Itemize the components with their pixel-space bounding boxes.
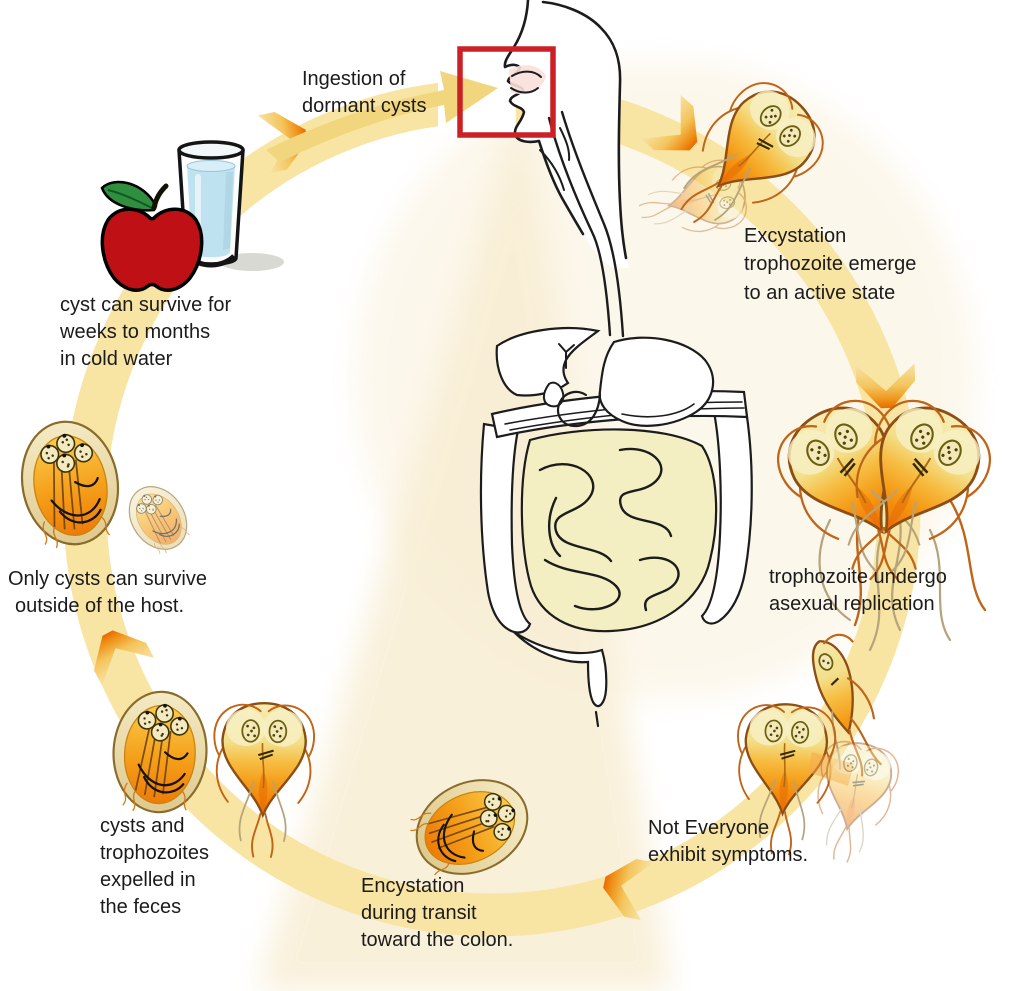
label-line: exhibit symptoms. [648,844,809,866]
stage-label-ingestion: Ingestion of dormant cysts [302,66,426,120]
label-line: toward the colon. [361,929,514,951]
label-line: Only cysts can survive [8,568,207,590]
label-line: during transit [361,902,477,924]
label-line: trophozoite emerge [744,253,917,276]
label-line: Ingestion of [302,68,406,90]
stage-label-excystation: Excystation trophozoite emerge to an act… [744,222,916,307]
contaminated-food-water-group [100,140,284,292]
label-line: in cold water [60,348,173,370]
dividing-trophozoites-icon [762,384,1006,652]
apple-icon [100,180,204,292]
label-line: trophozoite undergo [769,566,947,588]
human-head-profile-illustration [503,0,629,338]
stage-label-expelled: cysts and trophozoites expelled in the f… [100,813,209,921]
label-line: asexual replication [769,593,935,615]
label-line: cyst can survive for [60,294,232,316]
label-line: outside of the host. [15,595,185,617]
stage-label-cold-water: cyst can survive for weeks to months in … [60,292,231,373]
label-line: dormant cysts [302,95,427,117]
label-line: to an active state [744,281,896,304]
stage-label-survival-outside: Only cysts can survive outside of the ho… [8,566,207,620]
label-line: Excystation [744,225,847,247]
label-line: expelled in [100,869,196,891]
digestive-tract-illustration [479,327,753,728]
label-line: the feces [100,896,182,918]
label-line: weeks to months [60,321,211,343]
mouth-highlight-box [457,46,556,138]
stage-label-encystation: Encystation during transit toward the co… [361,873,513,954]
light-wedge [258,92,672,991]
label-line: cysts and [100,815,185,837]
stage-label-replication: trophozoite undergo asexual replication [769,564,947,618]
label-line: Encystation [361,875,465,897]
label-line: Not Everyone [648,817,770,839]
ingestion-arrow [266,71,498,162]
stage-label-symptoms: Not Everyone exhibit symptoms. [648,815,808,869]
label-line: trophozoites [100,842,209,864]
